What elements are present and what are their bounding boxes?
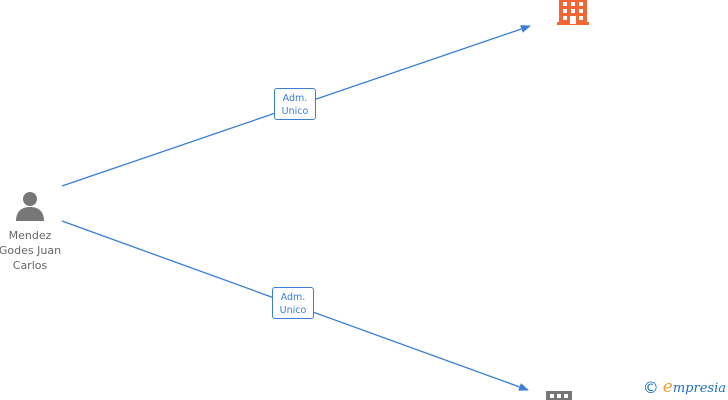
building-icon[interactable] — [546, 391, 572, 400]
relation-label-top[interactable]: Adm. Unico — [274, 88, 316, 120]
person-name-line-2: Godes Juan — [0, 244, 62, 257]
brand-rest: mpresia — [672, 381, 726, 396]
relation-label-line1: Adm. — [280, 292, 306, 303]
person-name-line-3: Carlos — [12, 259, 48, 272]
building-icon[interactable] — [557, 0, 589, 26]
relation-label-line2: Unico — [281, 106, 309, 117]
relation-label-line2: Unico — [279, 305, 307, 316]
person-name-line-1: Mendez — [8, 229, 52, 242]
relation-label-line1: Adm. — [282, 93, 308, 104]
empresia-watermark: © empresia — [642, 377, 726, 399]
brand-first-letter: e — [662, 377, 673, 397]
relation-label-bottom[interactable]: Adm. Unico — [272, 287, 314, 319]
brand-logo: empresia — [663, 377, 726, 399]
person-icon — [16, 192, 44, 221]
copyright-symbol: © — [642, 378, 659, 397]
